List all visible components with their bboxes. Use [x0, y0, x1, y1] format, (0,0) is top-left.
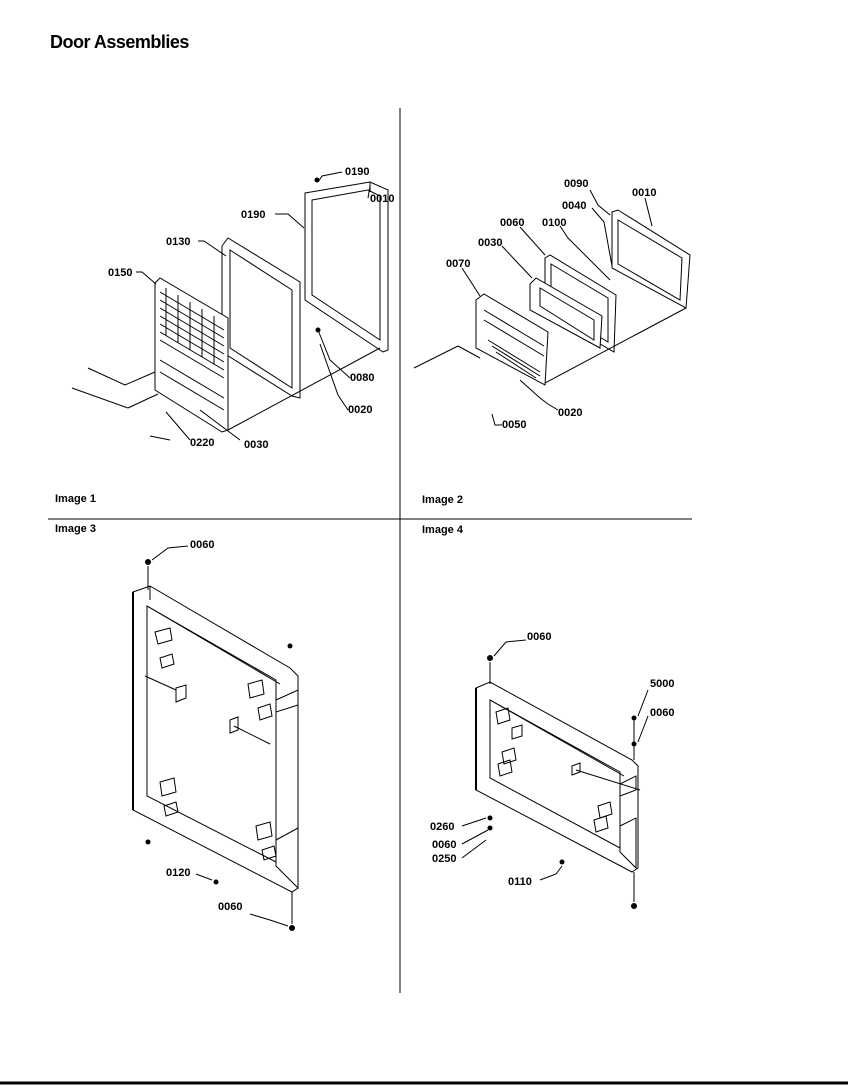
- label-0050: 0050: [502, 419, 526, 431]
- caption-image-4: Image 4: [422, 524, 464, 536]
- page-title: Door Assemblies: [50, 32, 189, 52]
- door-frame-4: [475, 681, 639, 873]
- label-0030: 0030: [244, 439, 268, 451]
- image-1-drawing: 0190 0010 0190 0130 0150 0080 0020 0220 …: [71, 166, 394, 451]
- label-0100: 0100: [542, 217, 566, 229]
- image-2-drawing: 0090 0010 0040 0060 0100 0030 0070 0020 …: [413, 178, 691, 431]
- label-0130: 0130: [166, 236, 190, 248]
- label-0060-3-bottom: 0060: [218, 901, 242, 913]
- label-0030-2: 0030: [478, 237, 502, 249]
- door-outer-panel: [304, 181, 389, 353]
- door-outer-panel-2: [611, 209, 691, 309]
- label-0190-side: 0190: [241, 209, 265, 221]
- image-4-drawing: 0060 5000 0060 0260 0060 0250 0110: [430, 631, 674, 909]
- label-0040: 0040: [562, 200, 586, 212]
- label-0110: 0110: [508, 876, 532, 888]
- label-0080: 0080: [350, 372, 374, 384]
- label-0150: 0150: [108, 267, 132, 279]
- label-0260: 0260: [430, 821, 454, 833]
- label-0020: 0020: [348, 404, 372, 416]
- label-0060-4-right: 0060: [650, 707, 674, 719]
- label-0060-3-top: 0060: [190, 539, 214, 551]
- caption-image-1: Image 1: [55, 493, 96, 505]
- label-0190-top: 0190: [345, 166, 369, 178]
- label-0020-2: 0020: [558, 407, 582, 419]
- label-5000: 5000: [650, 678, 674, 690]
- label-0060-2: 0060: [500, 217, 524, 229]
- label-0060-4-top: 0060: [527, 631, 551, 643]
- label-0060-4-left: 0060: [432, 839, 456, 851]
- label-0120: 0120: [166, 867, 190, 879]
- caption-image-2: Image 2: [422, 494, 463, 506]
- label-0070: 0070: [446, 258, 470, 270]
- label-0250: 0250: [432, 853, 456, 865]
- caption-image-3: Image 3: [55, 523, 96, 535]
- label-0010: 0010: [370, 193, 394, 205]
- label-0220: 0220: [190, 437, 214, 449]
- door-frame-3: [132, 585, 299, 893]
- label-0090: 0090: [564, 178, 588, 190]
- door-liner-2: [475, 293, 549, 386]
- door-frame-2: [529, 277, 603, 349]
- label-0010-2: 0010: [632, 187, 656, 199]
- image-3-drawing: 0060 0120 0060: [132, 539, 299, 931]
- door-gasket: [221, 237, 301, 399]
